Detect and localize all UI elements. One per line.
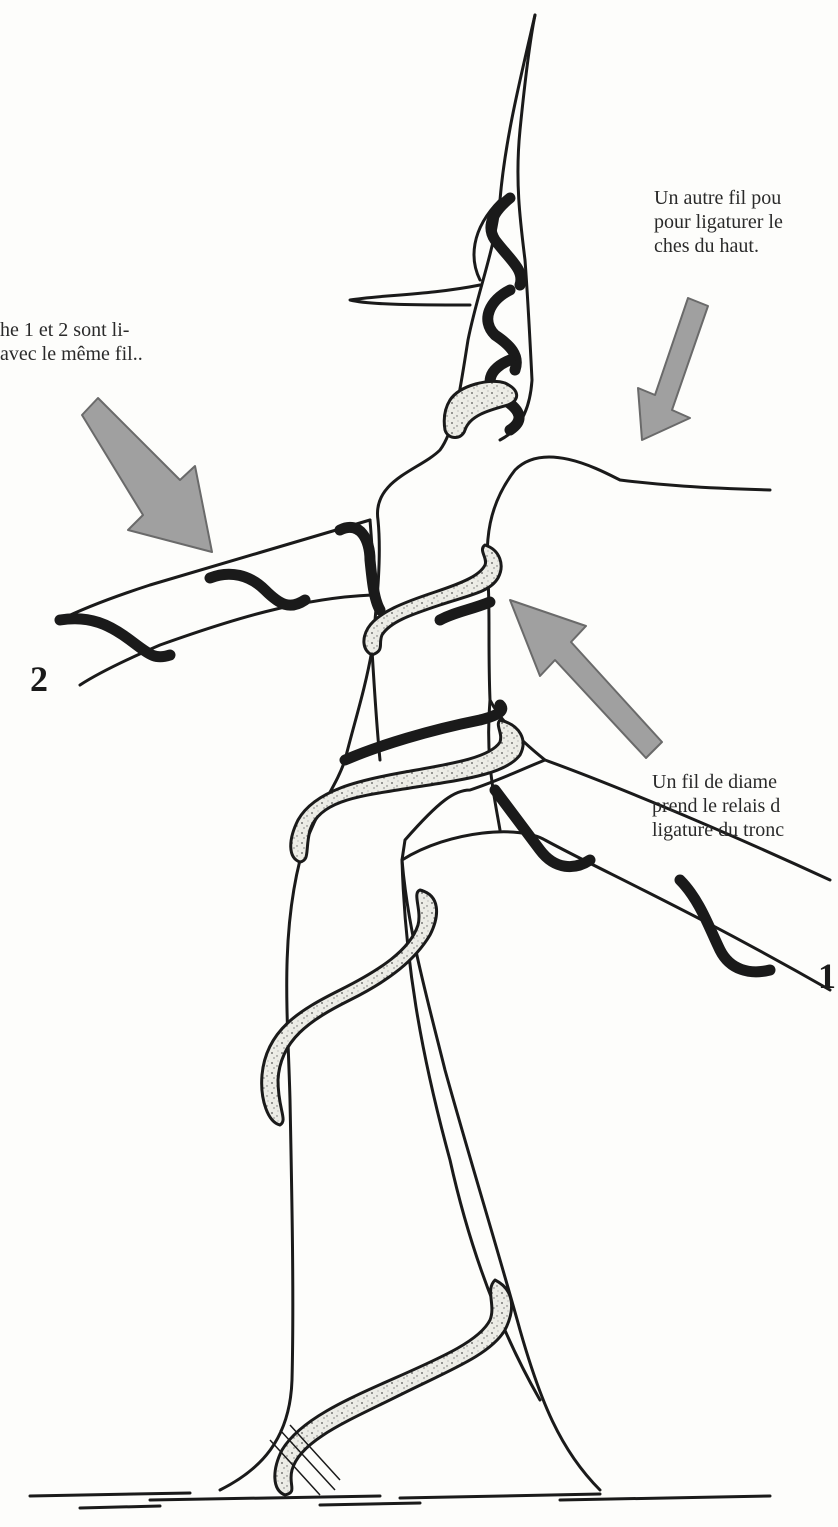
- annotation-top-right-line-2: pour ligaturer le: [654, 210, 783, 234]
- light-wire: [262, 381, 523, 1495]
- arrow-mid-right: [510, 600, 662, 758]
- branch-number-2: 2: [30, 658, 48, 700]
- annotation-left-line-2: avec le même fil..: [0, 342, 143, 366]
- annotation-mid-right-line-2: prend le relais d: [652, 794, 784, 818]
- annotation-mid-right: Un fil de diame prend le relais d ligatu…: [652, 770, 784, 842]
- annotation-top-right-line-3: ches du haut.: [654, 234, 783, 258]
- arrow-left: [82, 398, 212, 552]
- annotation-mid-right-line-3: ligature du tronc: [652, 818, 784, 842]
- annotation-top-right: Un autre fil pou pour ligaturer le ches …: [654, 186, 783, 258]
- annotation-top-right-line-1: Un autre fil pou: [654, 186, 783, 210]
- annotation-left-line-1: he 1 et 2 sont li-: [0, 318, 143, 342]
- ground-line: [30, 1493, 770, 1508]
- dark-wire: [60, 198, 770, 972]
- annotation-left: he 1 et 2 sont li- avec le même fil..: [0, 318, 143, 366]
- branch-number-1: 1: [818, 955, 836, 997]
- annotation-mid-right-line-1: Un fil de diame: [652, 770, 784, 794]
- arrow-top-right: [638, 298, 708, 440]
